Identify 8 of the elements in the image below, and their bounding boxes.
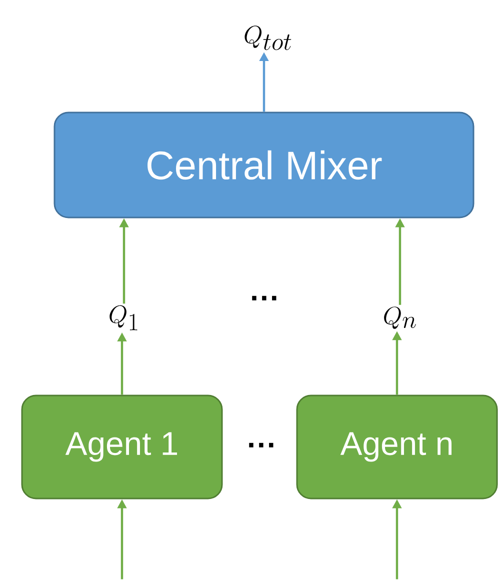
process-box: Agent n xyxy=(296,394,498,500)
q-value-label: $Q_1$ xyxy=(110,305,138,330)
ellipsis-label: ··· xyxy=(249,442,274,448)
process-box: Central Mixer xyxy=(54,112,474,218)
ellipsis-label: ··· xyxy=(252,296,276,300)
q-value-label: $Q_{tot}$ xyxy=(244,26,292,50)
q-value-label: $Q_n$ xyxy=(384,306,416,329)
process-box: Agent 1 xyxy=(21,394,223,500)
